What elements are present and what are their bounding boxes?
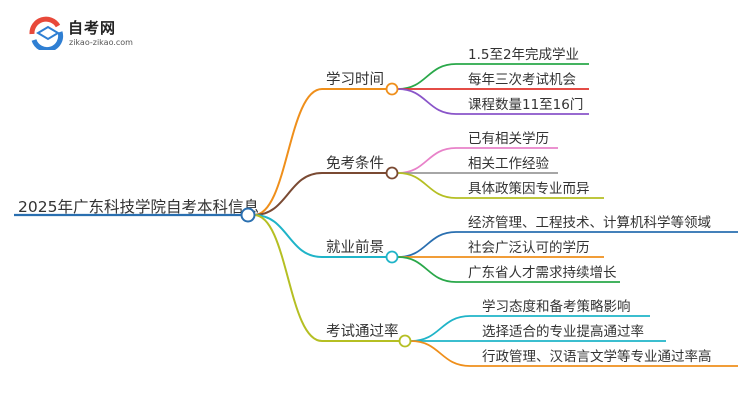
- leaf-label-1-3: 课程数量11至16门: [468, 97, 583, 113]
- edge-branch-2-to-leaf-1: [397, 147, 457, 174]
- leaf-label-3-1: 经济管理、工程技术、计算机科学等领域: [468, 214, 711, 231]
- logo-arc-blue: [31, 31, 64, 50]
- logo-subtitle: zikao-zikao.com: [69, 38, 133, 47]
- mindmap-underlines: [14, 63, 738, 367]
- logo-mark-icon: [29, 16, 64, 50]
- branch-label-3: 就业前景: [326, 239, 384, 256]
- branch-node-3[interactable]: [385, 250, 399, 264]
- leaf-label-4-2: 选择适合的专业提高通过率: [482, 323, 644, 340]
- leaf-label-2-2: 相关工作经验: [468, 156, 549, 172]
- logo-title: 自考网: [68, 19, 117, 37]
- site-logo: 自考网 zikao-zikao.com: [28, 14, 168, 54]
- leaf-label-2-3: 具体政策因专业而异: [468, 180, 590, 197]
- edge-branch-3-to-leaf-1: [397, 231, 457, 258]
- leaf-label-3-3: 广东省人才需求持续增长: [468, 265, 617, 281]
- branch-label-2: 免考条件: [326, 155, 384, 172]
- leaf-label-1-2: 每年三次考试机会: [468, 72, 576, 88]
- leaf-label-2-1: 已有相关学历: [468, 131, 549, 147]
- root-node[interactable]: [240, 207, 256, 223]
- logo-arc-red: [29, 16, 61, 35]
- edge-branch-1-to-leaf-3: [397, 88, 457, 115]
- edge-root-to-branch-3: [253, 214, 323, 258]
- leaf-label-3-2: 社会广泛认可的学历: [468, 240, 590, 256]
- edge-root-to-branch-2: [253, 172, 323, 216]
- edge-branch-1-to-leaf-1: [397, 63, 457, 90]
- mindmap-labels: 2025年广东科技学院自考本科信息 学习时间 1.5至2年完成学业每年三次考试机会课…: [18, 47, 712, 365]
- edge-root-to-branch-1: [253, 88, 323, 216]
- leaf-label-1-1: 1.5至2年完成学业: [468, 47, 579, 63]
- edge-branch-2-to-leaf-3: [397, 172, 457, 199]
- mindmap-edges: [253, 63, 471, 367]
- branch-node-2[interactable]: [385, 166, 399, 180]
- leaf-label-4-3: 行政管理、汉语言文学等专业通过率高: [482, 348, 712, 365]
- mindmap-nodes: [240, 82, 412, 348]
- branch-label-4: 考试通过率: [326, 323, 399, 340]
- leaf-label-4-1: 学习态度和备考策略影响: [482, 298, 631, 315]
- edge-root-to-branch-4: [253, 214, 323, 342]
- root-label: 2025年广东科技学院自考本科信息: [18, 197, 259, 216]
- branch-label-1: 学习时间: [326, 71, 384, 88]
- branch-node-1[interactable]: [385, 82, 399, 96]
- logo-cap: [36, 25, 60, 41]
- edge-branch-4-to-leaf-1: [410, 315, 471, 342]
- edge-branch-4-to-leaf-3: [410, 340, 471, 367]
- edge-branch-3-to-leaf-3: [397, 256, 457, 283]
- branch-node-4[interactable]: [398, 334, 412, 348]
